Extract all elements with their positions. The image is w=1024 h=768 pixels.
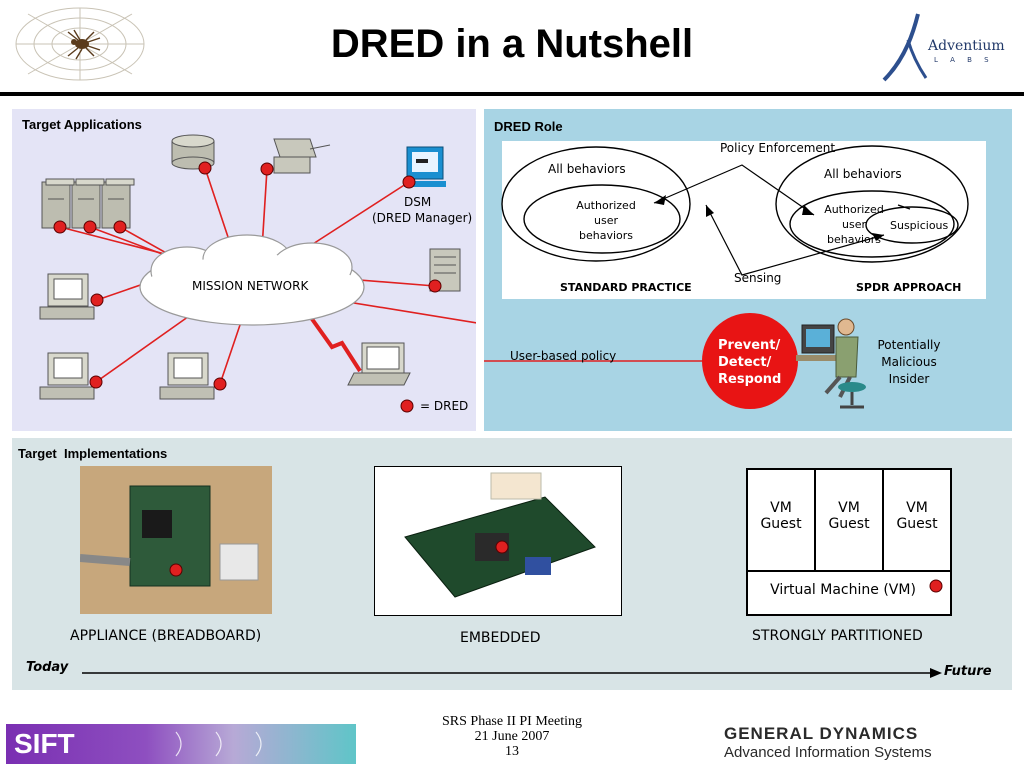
appliance-dred-marker	[169, 563, 183, 577]
user-policy-label: User-based policy	[510, 349, 617, 363]
target-applications-label: Target Applications	[22, 117, 142, 132]
footer-line-1: SRS Phase II PI Meeting	[442, 714, 582, 729]
dsm-label: DSM	[404, 195, 432, 209]
pdr-circle	[702, 313, 798, 409]
insider-line-1: Potentially	[877, 338, 941, 352]
sift-logo: SIFT	[6, 724, 356, 764]
vm-guest-3: VM Guest	[896, 500, 938, 532]
dred-legend-label: = DRED	[420, 399, 469, 413]
embedded-photo	[374, 466, 622, 616]
desktop-pc-icon-2	[39, 352, 95, 400]
standard-practice-label: STANDARD PRACTICE	[560, 281, 692, 294]
dred-role-diagram	[484, 145, 969, 409]
future-label: Future	[944, 664, 992, 679]
pdr-line-1: Prevent/	[718, 338, 781, 353]
right-authorized-line-2: user	[842, 218, 866, 231]
spider-web-icon	[15, 7, 145, 81]
database-icon	[171, 134, 215, 170]
right-authorized-label: Authorized user behaviors	[814, 202, 894, 247]
embedded-dred-marker	[495, 540, 509, 554]
adventium-swoosh-icon	[882, 13, 928, 82]
target-applications-panel: Target Applications	[12, 109, 476, 431]
insider-line-3: Insider	[888, 372, 930, 386]
mission-network-label: MISSION NETWORK	[192, 279, 309, 293]
timeline-arrow	[82, 668, 942, 678]
right-authorized-line-1: Authorized	[824, 203, 884, 216]
desktop-pc-icon	[39, 273, 95, 320]
adventium-sub: L A B S	[934, 56, 994, 64]
pdr-line-3: Respond	[718, 372, 782, 387]
server-rack-icon	[41, 178, 135, 229]
suspicious-label: Suspicious	[890, 219, 949, 232]
vm-guest-2: VM Guest	[828, 500, 870, 532]
vm-guest-1: VM Guest	[760, 500, 802, 532]
sift-wave-icon	[175, 731, 262, 757]
footer-line-2: 21 June 2007	[474, 729, 550, 744]
partitioned-label: STRONGLY PARTITIONED	[752, 628, 923, 644]
desktop-pc-icon-3	[159, 352, 215, 400]
embedded-board-image	[404, 472, 596, 598]
vm-diagram: VM Guest VM Guest VM Guest Virtual Machi…	[746, 468, 952, 616]
header-rule	[0, 92, 1024, 96]
venn-box	[502, 141, 986, 299]
laptop-icon	[347, 342, 411, 386]
pdr-line-2: Detect/	[718, 355, 772, 370]
tower-server-icon	[429, 248, 461, 292]
printer-icon	[273, 138, 331, 174]
footer-line-3: 13	[505, 744, 519, 759]
footer-meeting-info: SRS Phase II PI Meeting 21 June 2007 13	[400, 714, 624, 759]
policy-enforcement-label: Policy Enforcement	[720, 141, 836, 155]
dred-role-label: DRED Role	[494, 119, 563, 134]
embedded-label: EMBEDDED	[460, 630, 541, 646]
insider-label: Potentially Malicious Insider	[864, 337, 954, 388]
left-authorized-line-3: behaviors	[578, 229, 633, 242]
mission-network-cloud-icon	[139, 234, 365, 326]
target-implementations-label: Target Implementations	[18, 446, 168, 461]
dsm-workstation-icon	[404, 146, 446, 187]
insider-at-workstation-icon	[796, 318, 866, 409]
sensing-label: Sensing	[734, 271, 782, 285]
gd-logo-line-2: Advanced Information Systems	[724, 744, 932, 761]
left-all-behaviors-label: All behaviors	[548, 162, 626, 176]
right-authorized-line-3: behaviors	[826, 233, 881, 246]
page-title: DRED in a Nutshell	[330, 22, 694, 66]
sift-logo-text: SIFT	[14, 728, 75, 759]
dred-role-panel: DRED Role	[484, 109, 1012, 431]
general-dynamics-logo: GENERAL DYNAMICS Advanced Information Sy…	[724, 724, 1014, 764]
gd-logo-line-1: GENERAL DYNAMICS	[724, 724, 919, 743]
adventium-logo: Adventium L A B S	[878, 10, 1018, 85]
network-diagram	[39, 134, 476, 413]
appliance-photo	[79, 466, 272, 614]
wireless-bolt-icon	[310, 317, 362, 373]
appliance-label: APPLIANCE (BREADBOARD)	[70, 628, 262, 644]
insider-line-2: Malicious	[881, 355, 937, 369]
today-label: Today	[26, 660, 69, 675]
breadboard-image	[79, 485, 259, 587]
pdr-label: Prevent/ Detect/ Respond	[718, 337, 781, 388]
left-authorized-line-1: Authorized	[576, 199, 636, 212]
spider-logo	[8, 4, 148, 84]
target-implementations-panel: Target Implementations APPLIANCE (BREADB…	[12, 438, 1012, 690]
spdr-approach-label: SPDR APPROACH	[856, 281, 962, 294]
left-authorized-line-2: user	[594, 214, 618, 227]
dred-marker-group	[53, 161, 442, 413]
left-authorized-label: Authorized user behaviors	[566, 198, 646, 243]
vm-dred-marker	[929, 579, 943, 593]
dsm-sub-label: (DRED Manager)	[372, 211, 473, 225]
adventium-name: Adventium	[928, 38, 1005, 54]
right-all-behaviors-label: All behaviors	[824, 167, 902, 181]
vm-base-label: Virtual Machine (VM)	[770, 582, 916, 598]
